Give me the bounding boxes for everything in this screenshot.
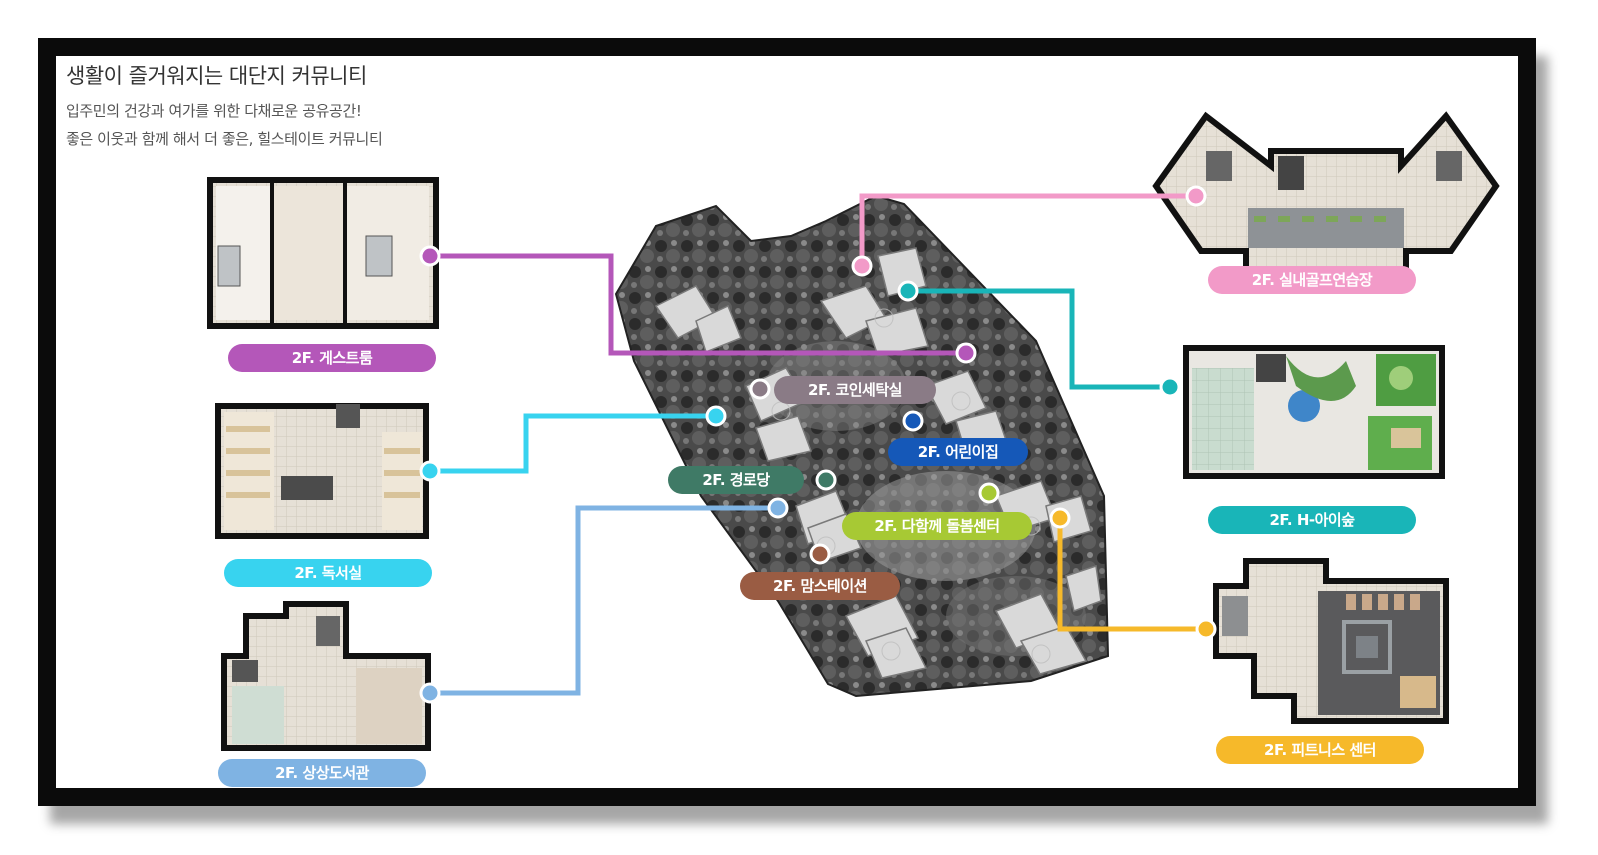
page-title: 생활이 즐거워지는 대단지 커뮤니티	[66, 64, 367, 88]
reading-room-label-text: 2F. 독서실	[294, 564, 362, 582]
subtitle-line-1: 입주민의 건강과 여가를 위한 다채로운 공유공간!	[66, 102, 362, 120]
connector-lines	[430, 193, 1206, 696]
coin-laundry-label-text: 2F. 코인세탁실	[808, 381, 902, 399]
reading-room-floorplan	[215, 403, 429, 539]
golf-connector	[859, 193, 1196, 266]
guestroom-label[interactable]: 2F. 게스트룸	[228, 344, 436, 372]
guestroom-floorplan	[207, 177, 439, 329]
daycare-dot	[902, 410, 924, 432]
library-label[interactable]: 2F. 상상도서관	[218, 759, 426, 787]
h-aisup-label[interactable]: 2F. H-아이숲	[1208, 506, 1416, 534]
reading-room-map-dot	[705, 405, 727, 427]
h-aisup-dot	[1159, 376, 1181, 398]
community-panel: 생활이 즐거워지는 대단지 커뮤니티 입주민의 건강과 여가를 위한 다채로운 …	[56, 56, 1518, 788]
moms-station-label[interactable]: 2F. 맘스테이션	[740, 572, 900, 600]
location-dots	[419, 185, 1217, 704]
guestroom-label-text: 2F. 게스트룸	[291, 349, 373, 367]
fitness-dot	[1195, 618, 1217, 640]
golf-range-floorplan	[1152, 111, 1500, 274]
senior-center-label-text: 2F. 경로당	[702, 471, 770, 489]
fitness-connector	[1057, 518, 1206, 632]
guestroom-connector	[430, 253, 966, 356]
fitness-map-dot	[1049, 507, 1071, 529]
guestroom-map-dot	[955, 342, 977, 364]
senior-center-label[interactable]: 2F. 경로당	[668, 466, 804, 494]
moms-station-dot	[809, 543, 831, 565]
library-dot	[419, 682, 441, 704]
library-connector	[430, 505, 778, 696]
reading-room-connector	[430, 413, 716, 474]
coin-laundry-dot	[749, 378, 771, 400]
library-label-text: 2F. 상상도서관	[275, 764, 369, 782]
guestroom-dot	[419, 245, 441, 267]
coin-laundry-label[interactable]: 2F. 코인세탁실	[774, 376, 936, 404]
senior-center-dot	[815, 469, 837, 491]
reading-room-label[interactable]: 2F. 독서실	[224, 559, 432, 587]
library-map-dot	[767, 497, 789, 519]
h-aisup-floorplan	[1183, 345, 1445, 479]
golf-dot	[1185, 185, 1207, 207]
care-center-label[interactable]: 2F. 다함께 돌봄센터	[842, 512, 1032, 540]
daycare-label-text: 2F. 어린이집	[917, 443, 999, 461]
h-aisup-label-text: 2F. H-아이숲	[1269, 511, 1355, 529]
golf-range-label-text: 2F. 실내골프연습장	[1251, 271, 1373, 289]
daycare-label[interactable]: 2F. 어린이집	[888, 438, 1028, 466]
library-floorplan	[221, 601, 431, 751]
care-center-dot	[978, 482, 1000, 504]
image-frame: 생활이 즐거워지는 대단지 커뮤니티 입주민의 건강과 여가를 위한 다채로운 …	[38, 38, 1536, 806]
site-plan-diagram	[207, 111, 1500, 751]
golf-map-dot	[851, 255, 873, 277]
central-site-map	[614, 194, 1110, 698]
fitness-center-label[interactable]: 2F. 피트니스 센터	[1216, 736, 1424, 764]
reading-room-dot	[419, 460, 441, 482]
fitness-center-floorplan	[1213, 558, 1449, 724]
moms-station-label-text: 2F. 맘스테이션	[773, 577, 867, 595]
care-center-label-text: 2F. 다함께 돌봄센터	[874, 517, 1000, 535]
h-aisup-connector	[908, 288, 1170, 390]
golf-range-label[interactable]: 2F. 실내골프연습장	[1208, 266, 1416, 294]
fitness-center-label-text: 2F. 피트니스 센터	[1264, 741, 1376, 759]
subtitle-line-2: 좋은 이웃과 함께 해서 더 좋은, 힐스테이트 커뮤니티	[66, 130, 383, 148]
h-aisup-map-dot	[897, 280, 919, 302]
